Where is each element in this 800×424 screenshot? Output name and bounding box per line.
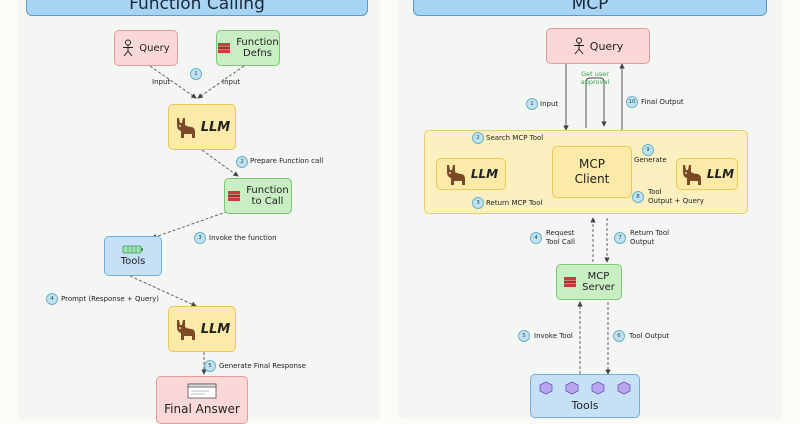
stick-figure-icon	[123, 39, 134, 57]
mcp-step-badge-10: 10	[626, 96, 638, 108]
get-user-approval-label: Get user approval	[580, 70, 610, 86]
hexagon-icon	[617, 381, 631, 395]
mcp-tools-box: Tools	[530, 374, 640, 418]
stack-icon	[218, 43, 231, 53]
tool-output-query-label: Tool Output + Query	[648, 188, 704, 205]
mcp-llm-right-box: LLM	[676, 158, 738, 190]
mcp-step-badge-8: 8	[632, 191, 644, 203]
mcp-input-label: Input	[540, 100, 559, 108]
input-label-left: Input	[152, 78, 171, 86]
final-answer-label: Final Answer	[164, 402, 240, 416]
final-answer-box: Final Answer	[156, 376, 248, 424]
llama-icon	[682, 165, 701, 185]
mcp-client-box: MCP Client	[552, 146, 632, 198]
mcp-step-badge-7: 7	[614, 232, 626, 244]
step-badge-1: 1	[190, 68, 202, 80]
step-badge-4: 4	[46, 293, 58, 305]
tool-output-label: Tool Output	[629, 332, 670, 340]
mcp-step-badge-3: 3	[472, 197, 484, 209]
function-to-call-label: Function to Call	[246, 185, 289, 207]
step-badge-3: 3	[194, 232, 206, 244]
battery-icon	[122, 245, 143, 254]
mcp-llm-left-box: LLM	[436, 158, 506, 190]
mcp-server-label: MCP Server	[582, 271, 615, 293]
mcp-step-badge-1: 1	[526, 98, 538, 110]
step-badge-5: 5	[204, 360, 216, 372]
mcp-title: MCP	[413, 0, 767, 16]
mcp-step-badge-6: 6	[613, 330, 625, 342]
left-query-label: Query	[139, 42, 170, 54]
llm-label-1: LLM	[200, 119, 231, 135]
stack-icon	[564, 277, 577, 287]
llm-box-2: LLM	[168, 306, 236, 352]
mcp-step-badge-4: 4	[530, 232, 542, 244]
invoke-tool-label: Invoke Tool	[534, 332, 573, 340]
mcp-title-text: MCP	[571, 0, 609, 14]
left-query-box: Query	[114, 30, 178, 66]
request-tool-call-label: Request Tool Call	[546, 229, 575, 246]
mcp-client-label: MCP Client	[574, 157, 610, 186]
mcp-tools-label: Tools	[571, 399, 599, 412]
function-to-call-box: Function to Call	[224, 178, 292, 214]
mcp-final-output-label: Final Output	[641, 98, 684, 106]
mcp-step-badge-5: 5	[518, 330, 530, 342]
search-mcp-tool-label: Search MCP Tool	[486, 134, 544, 142]
hexagon-row	[539, 381, 631, 395]
prompt-label: Prompt (Response + Query)	[61, 295, 160, 303]
right-query-box: Query	[546, 28, 650, 64]
input-label-right: Input	[222, 78, 241, 86]
function-calling-title-text: Function Calling	[129, 0, 265, 14]
window-icon	[187, 383, 217, 399]
hexagon-icon	[591, 381, 605, 395]
llama-icon	[176, 320, 195, 340]
llm-label-2: LLM	[200, 321, 231, 337]
llm-box-1: LLM	[168, 104, 236, 150]
llama-icon	[446, 165, 465, 185]
step-badge-2: 2	[236, 156, 248, 168]
function-calling-title: Function Calling	[26, 0, 368, 16]
prepare-function-call-label: Prepare Function call	[250, 157, 324, 165]
mcp-step-badge-2: 2	[472, 132, 484, 144]
mcp-llm-left-label: LLM	[470, 167, 499, 181]
stick-figure-icon	[573, 37, 584, 55]
return-tool-output-label: Return Tool Output	[630, 229, 670, 246]
llama-icon	[176, 118, 195, 138]
mcp-step-badge-9: 9	[642, 144, 654, 156]
left-tools-box: Tools	[104, 236, 162, 276]
stack-icon	[228, 191, 241, 201]
function-defns-label: Function Defns	[236, 37, 279, 59]
left-tools-label: Tools	[120, 256, 146, 267]
function-defns-box: Function Defns	[216, 30, 280, 66]
hexagon-icon	[539, 381, 553, 395]
mcp-llm-right-label: LLM	[706, 167, 735, 181]
return-mcp-tool-label: Return MCP Tool	[486, 199, 543, 207]
mcp-server-box: MCP Server	[556, 264, 622, 300]
generate-label: Generate	[634, 156, 667, 164]
invoke-function-label: Invoke the function	[209, 234, 277, 242]
hexagon-icon	[565, 381, 579, 395]
generate-final-response-label: Generate Final Response	[219, 362, 306, 370]
right-query-label: Query	[589, 39, 624, 53]
